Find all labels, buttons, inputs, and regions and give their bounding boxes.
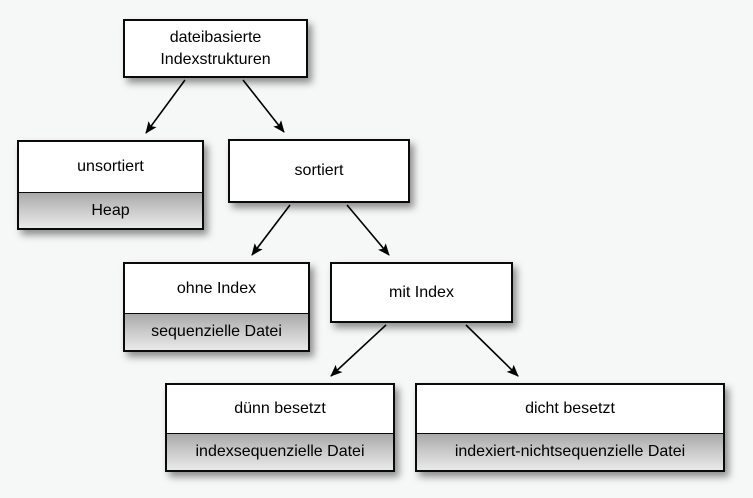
node-no-index-sublabel: sequenzielle Datei: [125, 313, 308, 350]
node-with-index-label: mit Index: [332, 264, 511, 321]
node-unsorted-sublabel: Heap: [19, 192, 202, 228]
edge-withindex-dense: [465, 324, 519, 377]
node-sparse-sublabel: indexsequenzielle Datei: [167, 433, 393, 470]
node-dense-label: dicht besetzt: [417, 385, 723, 433]
node-dense-sublabel: indexiert-nichtsequenzielle Datei: [417, 433, 723, 470]
edge-sorted-noindex: [251, 204, 291, 256]
edge-withindex-sparse: [330, 324, 387, 377]
node-sparse-label: dünn besetzt: [167, 385, 393, 433]
edge-root-unsorted: [145, 79, 186, 134]
edge-root-sorted: [242, 79, 285, 133]
edge-sorted-withindex: [346, 204, 390, 256]
node-unsorted-label: unsortiert: [19, 142, 202, 192]
node-sparse: dünn besetzt indexsequenzielle Datei: [165, 383, 395, 472]
node-no-index: ohne Index sequenzielle Datei: [123, 262, 310, 352]
node-unsorted: unsortiert Heap: [17, 140, 204, 230]
node-no-index-label: ohne Index: [125, 264, 308, 313]
node-root: dateibasierte Indexstrukturen: [123, 19, 308, 78]
node-sorted-label: sortiert: [230, 141, 408, 201]
node-root-label: dateibasierte Indexstrukturen: [125, 21, 306, 76]
node-sorted: sortiert: [228, 139, 410, 203]
node-with-index: mit Index: [330, 262, 513, 323]
node-dense: dicht besetzt indexiert-nichtsequenziell…: [415, 383, 725, 472]
